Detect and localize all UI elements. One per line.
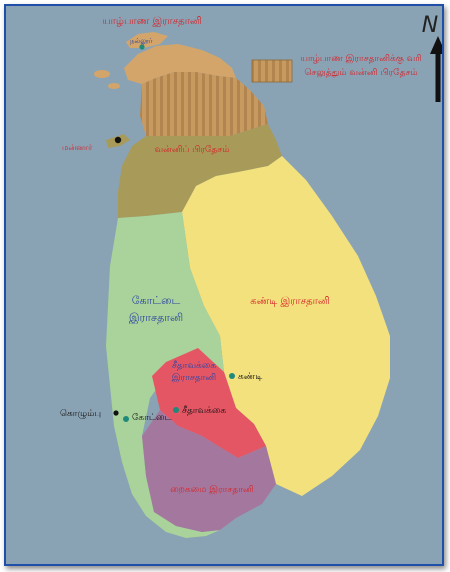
label-raigama-kingdom: றைகமை இராசதானி: [170, 485, 253, 495]
north-letter: N: [422, 13, 438, 38]
label-mannar: மன்னார்: [62, 143, 93, 152]
jaffna-north-island: [126, 32, 168, 48]
map-canvas: N யாழ்பாண இராசதானி நல்லூர் மன்னார் வன்னி…: [6, 6, 442, 564]
raigama-kingdom-region: [142, 410, 276, 532]
label-kotte-city: கோட்டை: [132, 413, 173, 423]
label-jaffna-kingdom: யாழ்பாண இராசதானி: [102, 16, 202, 27]
nallur-dot: [139, 44, 145, 50]
label-kandy-city: கண்டி: [238, 372, 263, 382]
kotte-city-dot: [123, 416, 129, 422]
colombo-dot: [113, 410, 119, 416]
map-frame: N யாழ்பாண இராசதானி நல்லூர் மன்னார் வன்னி…: [4, 4, 444, 566]
label-sitawaka-kingdom-2: இராசதானி: [172, 373, 216, 383]
label-vanni-region: வன்னிப் பிரதேசம்: [154, 145, 229, 155]
mannar-dot: [114, 136, 122, 144]
kandy-city-dot: [229, 373, 235, 379]
vanni-region: [118, 124, 282, 218]
label-nallur: நல்லூர்: [130, 37, 153, 45]
label-kotte-kingdom-2: இராசதானி: [129, 311, 183, 324]
island-small-2: [108, 83, 120, 89]
legend-text: யாழ்பாண இராசதானிக்கு வரி செலுத்தும் வன்ன…: [300, 54, 422, 78]
kandy-kingdom-region: [182, 156, 390, 496]
island-small-1: [94, 70, 110, 78]
north-arrow-head: [430, 36, 442, 54]
label-kotte-kingdom-1: கோட்டை: [132, 294, 181, 307]
label-sitawaka-city: சீதாவக்கை: [182, 406, 226, 416]
label-kandy-kingdom: கண்டி இராசதானி: [250, 296, 330, 307]
sitawaka-kingdom-region: [152, 348, 266, 458]
jaffna-peninsula: [124, 44, 236, 84]
label-colombo: கொழும்பு: [60, 409, 101, 419]
label-sitawaka-kingdom-1: சீதாவக்கை: [172, 361, 216, 371]
sitawaka-city-dot: [173, 407, 179, 413]
vanni-tribute-region: [140, 72, 268, 136]
legend-swatch: [251, 59, 293, 83]
